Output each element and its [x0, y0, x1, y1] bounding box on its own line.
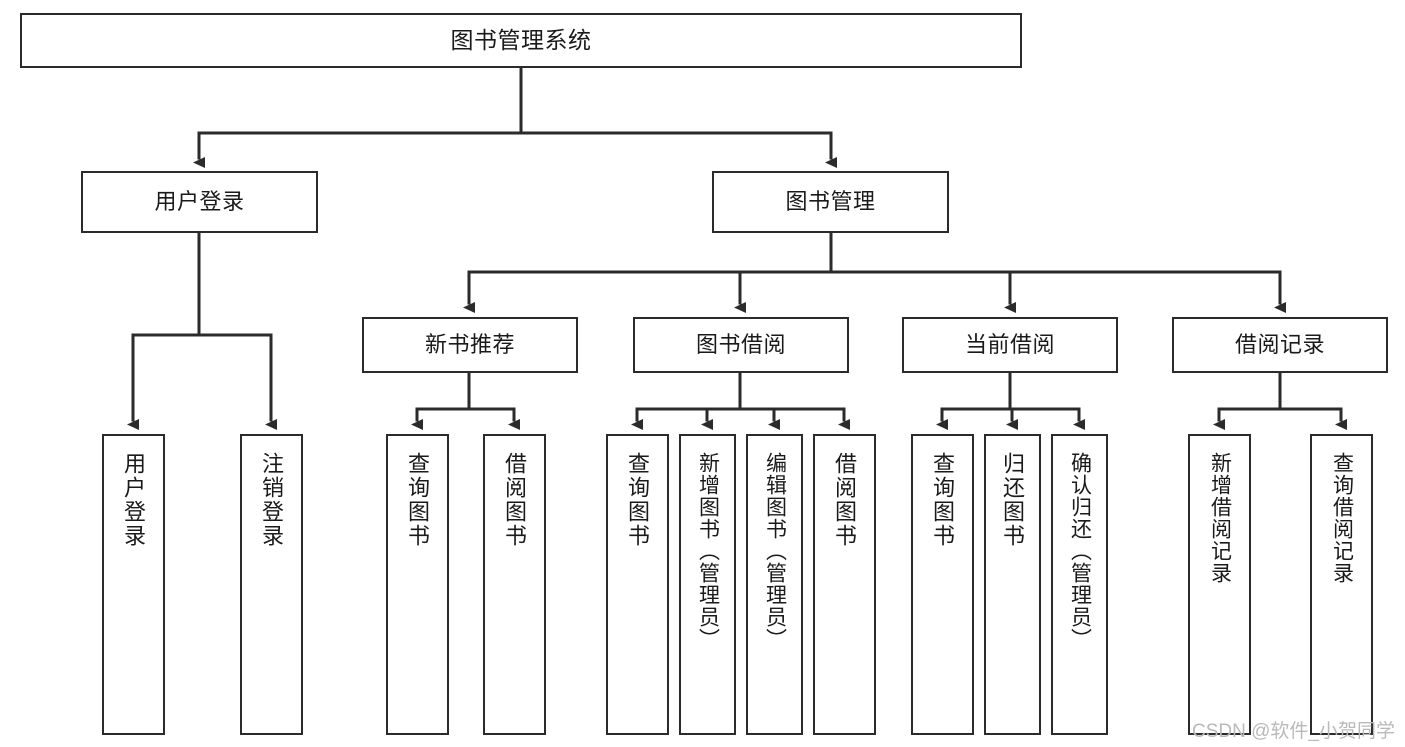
node-leaf-add-borrow-record[interactable]: 新增借阅记录: [1188, 434, 1251, 735]
node-label: 新增借阅记录: [1208, 452, 1232, 584]
node-root[interactable]: 图书管理系统: [20, 13, 1022, 68]
node-label: 归还图书: [1000, 452, 1026, 548]
node-level3-new-book-recommend[interactable]: 新书推荐: [362, 317, 578, 373]
node-level3-book-borrow[interactable]: 图书借阅: [633, 317, 849, 373]
node-label: 图书借阅: [695, 332, 786, 358]
node-label: 新书推荐: [424, 332, 515, 358]
node-leaf-logout[interactable]: 注销登录: [240, 434, 303, 735]
node-level3-current-borrow[interactable]: 当前借阅: [902, 317, 1118, 373]
node-label: 图书管理: [785, 189, 876, 215]
node-label: 图书管理系统: [450, 26, 592, 53]
node-label: 借阅记录: [1234, 332, 1325, 358]
node-label: 新增图书（管理员）: [696, 452, 720, 650]
node-level2-user-login[interactable]: 用户登录: [81, 171, 318, 233]
node-leaf-confirm-return-admin[interactable]: 确认归还（管理员）: [1051, 434, 1108, 735]
node-label: 注销登录: [259, 452, 285, 548]
node-leaf-query-book-borrow[interactable]: 查询图书: [606, 434, 669, 735]
node-label: 用户登录: [121, 452, 147, 548]
node-leaf-add-book-admin[interactable]: 新增图书（管理员）: [679, 434, 736, 735]
node-leaf-borrow-book[interactable]: 借阅图书: [813, 434, 876, 735]
node-leaf-query-book-current[interactable]: 查询图书: [911, 434, 974, 735]
node-label: 用户登录: [154, 189, 245, 215]
node-leaf-query-book-recommend[interactable]: 查询图书: [386, 434, 449, 735]
node-label: 确认归还（管理员）: [1068, 452, 1092, 650]
node-label: 查询借阅记录: [1330, 452, 1354, 584]
node-leaf-return-book[interactable]: 归还图书: [984, 434, 1041, 735]
node-label: 编辑图书（管理员）: [763, 452, 787, 650]
node-leaf-query-borrow-record[interactable]: 查询借阅记录: [1310, 434, 1373, 735]
node-label: 查询图书: [930, 452, 956, 548]
node-leaf-borrow-book-recommend[interactable]: 借阅图书: [483, 434, 546, 735]
node-label: 借阅图书: [502, 452, 528, 548]
watermark: CSDN @软件_小贺同学: [1192, 721, 1395, 742]
node-level2-book-management[interactable]: 图书管理: [712, 171, 949, 233]
node-leaf-user-login[interactable]: 用户登录: [102, 434, 165, 735]
node-label: 当前借阅: [964, 332, 1055, 358]
node-label: 查询图书: [625, 452, 651, 548]
node-label: 借阅图书: [832, 452, 858, 548]
node-level3-borrow-records[interactable]: 借阅记录: [1172, 317, 1388, 373]
node-leaf-edit-book-admin[interactable]: 编辑图书（管理员）: [746, 434, 803, 735]
node-label: 查询图书: [405, 452, 431, 548]
